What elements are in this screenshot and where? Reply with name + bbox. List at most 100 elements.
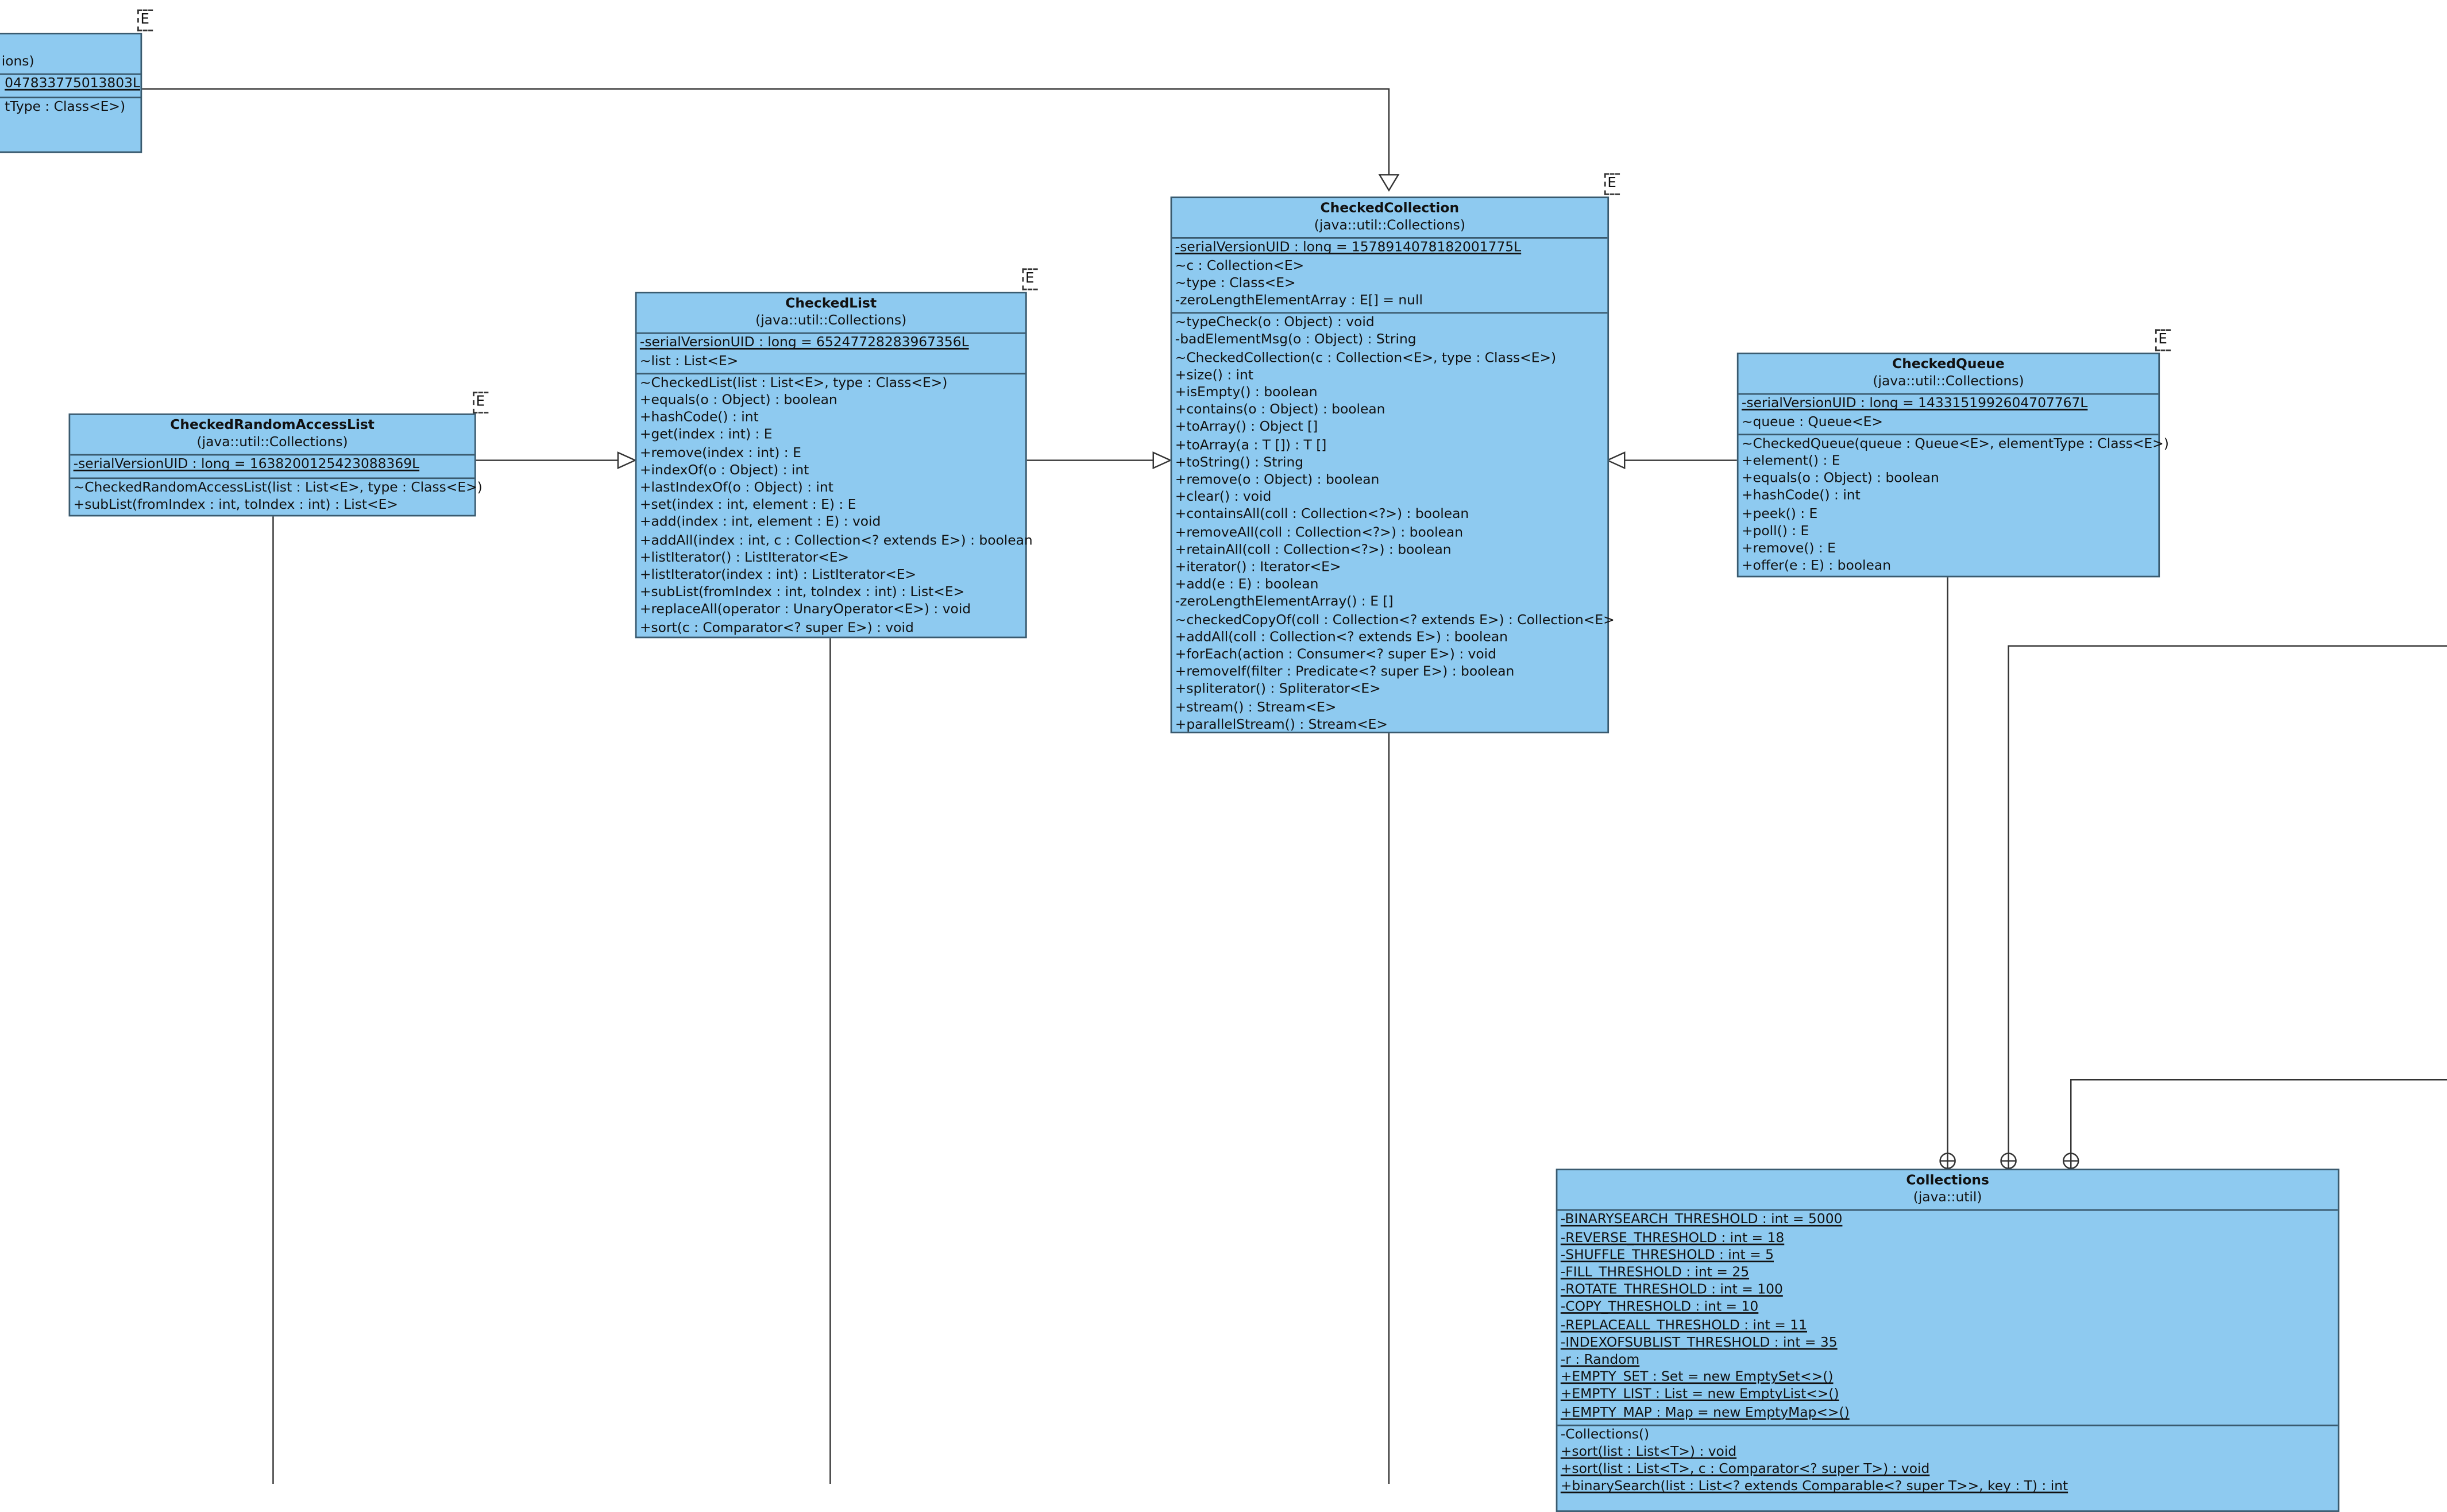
operation-row: ~CheckedQueue(queue : Queue<E>, elementT… xyxy=(1741,436,2169,453)
attribute-row: -ROTATE_THRESHOLD : int = 100 xyxy=(1560,1283,1783,1299)
type-parameter-badge: E xyxy=(2155,329,2171,351)
operation-row: ~CheckedList(list : List<E>, type : Clas… xyxy=(639,376,948,392)
operation-row: +listIterator() : ListIterator<E> xyxy=(639,550,850,566)
class-checked-list[interactable]: CheckedList (java::util::Collections) -s… xyxy=(635,292,1033,640)
operation-row: +removeIf(filter : Predicate<? super E>)… xyxy=(1175,665,1515,681)
attribute-row: ~list : List<E> xyxy=(639,353,739,369)
class-name: CheckedRandomAccessList xyxy=(170,418,375,434)
operation-row: +containsAll(coll : Collection<?>) : boo… xyxy=(1175,508,1469,524)
class-partial-offscreen[interactable]: ions) 047833775013803L tType : Class<E>) xyxy=(0,33,142,153)
type-parameter-badge: E xyxy=(473,392,489,414)
operation-row: +isEmpty() : boolean xyxy=(1175,385,1318,401)
operation-row: +poll() : E xyxy=(1741,524,1809,540)
operation-row: ~typeCheck(o : Object) : void xyxy=(1175,315,1375,331)
operation-row: -Collections() xyxy=(1560,1427,1650,1443)
operations-section: ~typeCheck(o : Object) : void-badElement… xyxy=(1172,314,1615,737)
operation-row: +lastIndexOf(o : Object) : int xyxy=(639,480,833,497)
attribute-row: -serialVersionUID : long = 1433151992604… xyxy=(1741,397,2088,413)
operation-row: +hashCode() : int xyxy=(639,411,759,427)
operation-row: +add(index : int, element : E) : void xyxy=(639,515,881,532)
class-name: CheckedCollection xyxy=(1320,201,1460,217)
operation-row: +size() : int xyxy=(1175,368,1254,384)
operations-section: tType : Class<E>) xyxy=(0,98,141,118)
attribute-row: ~queue : Queue<E> xyxy=(1741,414,1883,430)
operations-section: ~CheckedList(list : List<E>, type : Clas… xyxy=(636,374,1033,640)
operation-row: +replaceAll(operator : UnaryOperator<E>)… xyxy=(639,603,971,619)
operation-row: ~CheckedRandomAccessList(list : List<E>,… xyxy=(73,479,483,496)
attributes-section: -serialVersionUID : long = 1578914078182… xyxy=(1172,239,1608,314)
generalization-arrowhead-checked-list xyxy=(617,451,637,470)
type-parameter-badge: E xyxy=(1022,268,1038,291)
attribute-row: -REPLACEALL_THRESHOLD : int = 11 xyxy=(1560,1317,1807,1334)
operation-row: +toString() : String xyxy=(1175,455,1304,471)
class-package: (java::util::Collections) xyxy=(1873,374,2024,390)
operation-row: +equals(o : Object) : boolean xyxy=(639,393,837,409)
class-name: CheckedQueue xyxy=(1892,357,2005,373)
operation-row: +sort(list : List<T>) : void xyxy=(1560,1445,1737,1461)
operation-row: +contains(o : Object) : boolean xyxy=(1175,403,1385,419)
operation-row: +binarySearch(list : List<? extends Comp… xyxy=(1560,1480,2068,1496)
operation-row: +subList(fromIndex : int, toIndex : int)… xyxy=(639,585,965,601)
class-header: Collections (java::util) xyxy=(1557,1170,2338,1212)
operation-row: +forEach(action : Consumer<? super E>) :… xyxy=(1175,647,1496,664)
class-header: CheckedList (java::util::Collections) xyxy=(636,293,1025,335)
operations-section: -Collections() +sort(list : List<T>) : vo… xyxy=(1557,1426,2337,1499)
attribute-row: ~c : Collection<E> xyxy=(1175,258,1304,274)
class-checked-collection[interactable]: CheckedCollection (java::util::Collectio… xyxy=(1170,196,1615,734)
class-package: (java::util::Collections) xyxy=(755,314,907,330)
operation-row: +set(index : int, element : E) : E xyxy=(639,498,856,514)
operation-row: +sort(list : List<T>, c : Comparator<? s… xyxy=(1560,1462,1930,1478)
operation-row: -zeroLengthElementArray() : E [] xyxy=(1175,595,1394,611)
operation-row: +remove() : E xyxy=(1741,541,1836,558)
operation-row: tType : Class<E>) xyxy=(5,99,126,115)
operation-row: +peek() : E xyxy=(1741,506,1818,523)
attributes-section: -serialVersionUID : long = 6524772828396… xyxy=(636,335,1025,374)
attribute-row: +EMPTY_MAP : Map = new EmptyMap<>() xyxy=(1560,1405,1850,1421)
attribute-row: -serialVersionUID : long = 1578914078182… xyxy=(1175,241,1522,257)
class-package: (java::util) xyxy=(1913,1190,1982,1206)
operations-section: ~CheckedRandomAccessList(list : List<E>,… xyxy=(70,478,483,516)
operation-row: +hashCode() : int xyxy=(1741,489,1861,505)
class-package: (java::util::Collections) xyxy=(196,435,348,451)
generalization-line-partial-to-checked-collection xyxy=(140,88,1390,175)
class-header: CheckedCollection (java::util::Collectio… xyxy=(1172,198,1608,239)
operation-row: +add(e : E) : boolean xyxy=(1175,578,1319,594)
operation-row: ~CheckedCollection(c : Collection<E>, ty… xyxy=(1175,350,1557,366)
operation-row: +sort(c : Comparator<? super E>) : void xyxy=(639,620,914,636)
class-checked-queue[interactable]: CheckedQueue (java::util::Collections) -… xyxy=(1736,353,2169,578)
operation-row: +indexOf(o : Object) : int xyxy=(639,463,809,479)
attribute-row: -r : Random xyxy=(1560,1352,1640,1369)
nesting-line-offscreen-2 xyxy=(2070,1079,2447,1153)
operation-row: +element() : E xyxy=(1741,454,1840,470)
attribute-row: +EMPTY_SET : Set = new EmptySet<>() xyxy=(1560,1370,1834,1386)
operation-row: ~checkedCopyOf(coll : Collection<? exten… xyxy=(1175,612,1615,629)
class-header: CheckedRandomAccessList (java::util::Col… xyxy=(70,415,474,457)
class-checked-random-access-list[interactable]: CheckedRandomAccessList (java::util::Col… xyxy=(68,413,483,517)
operation-row: +parallelStream() : Stream<E> xyxy=(1175,717,1388,733)
attribute-row: -serialVersionUID : long = 6524772828396… xyxy=(639,336,969,352)
attribute-row: -COPY_THRESHOLD : int = 10 xyxy=(1560,1300,1759,1316)
operation-row: +remove(o : Object) : boolean xyxy=(1175,473,1380,489)
operation-row: +get(index : int) : E xyxy=(639,428,773,444)
class-header: ions) xyxy=(0,34,141,76)
operation-row: +spliterator() : Spliterator<E> xyxy=(1175,682,1381,698)
class-name xyxy=(0,37,141,55)
attribute-row: 047833775013803L xyxy=(5,77,141,93)
operation-row: +addAll(index : int, c : Collection<? ex… xyxy=(639,533,1033,549)
operation-row: +listIterator(index : int) : ListIterato… xyxy=(639,568,917,584)
operation-row: +toArray() : Object [] xyxy=(1175,420,1318,436)
attribute-row: -INDEXOFSUBLIST_THRESHOLD : int = 35 xyxy=(1560,1335,1838,1351)
class-name: CheckedList xyxy=(785,296,877,312)
operation-row: +iterator() : Iterator<E> xyxy=(1175,560,1341,576)
class-collections[interactable]: Collections (java::util) -BINARYSEARCH_T… xyxy=(1556,1169,2340,1512)
operation-row: +addAll(coll : Collection<? extends E>) … xyxy=(1175,630,1508,646)
attribute-row: -FILL_THRESHOLD : int = 25 xyxy=(1560,1265,1750,1281)
type-parameter-badge: E xyxy=(1604,173,1620,195)
operation-row: +offer(e : E) : boolean xyxy=(1741,559,1891,575)
attribute-row: +EMPTY_LIST : List = new EmptyList<>() xyxy=(1560,1387,1839,1403)
nesting-line-offscreen-1 xyxy=(2008,645,2447,1153)
attribute-row: ~type : Class<E> xyxy=(1175,276,1296,292)
attribute-row: -BINARYSEARCH_THRESHOLD : int = 5000 xyxy=(1560,1213,1843,1229)
attributes-section: -BINARYSEARCH_THRESHOLD : int = 5000-REV… xyxy=(1557,1212,2338,1426)
